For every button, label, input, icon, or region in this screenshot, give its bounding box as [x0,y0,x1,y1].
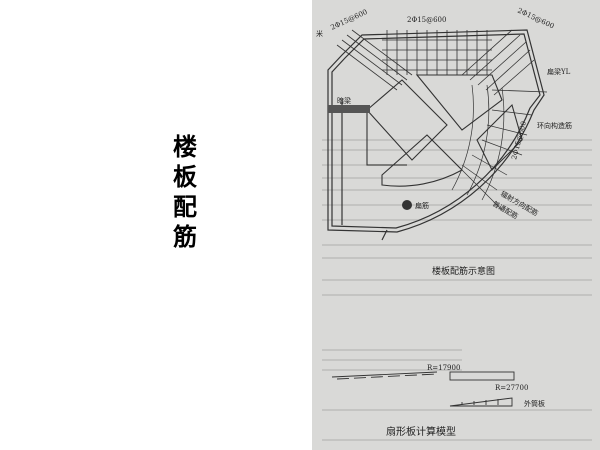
top-right-label: 2Φ15@600 [516,7,555,31]
outer-radius-label: R=27700 [495,384,528,392]
drawing-svg: 2Φ15@600 2Φ15@600 2Φ15@600 2Φ15@600 米 扁梁… [316,7,592,441]
flat-beam-label: 扁梁YL [547,67,571,76]
outer-slab-label: 外筒板 [524,399,545,408]
inner-radius-label: R=17900 [427,364,460,372]
title-char: 筋 [173,222,197,251]
ring-bar-label: 环向构造筋 [537,121,572,130]
top-label: 2Φ15@600 [407,16,446,24]
title-char: 配 [173,192,197,221]
hidden-beam [328,105,370,113]
slab-label: 扁筋 [415,201,429,210]
sector-model-diagram [331,371,515,407]
title-char: 板 [173,162,197,191]
left-corner-label: 米 [316,29,323,38]
top-rebar-grid [336,29,548,96]
hidden-beam-label: 暗梁 [337,96,351,105]
background-text [322,139,592,441]
slab-panels [366,74,523,187]
reinforcement-drawing-image: 2Φ15@600 2Φ15@600 2Φ15@600 2Φ15@600 米 扁梁… [312,0,600,450]
arc-rebar [451,84,533,211]
plan-caption: 楼板配筋示意图 [432,265,495,277]
title-char: 楼 [173,132,197,161]
slide-title: 楼 板 配 筋 [170,132,200,252]
slab-marker [402,200,412,210]
model-caption: 扇形板计算模型 [386,425,456,438]
top-left-label: 2Φ15@600 [329,8,368,32]
